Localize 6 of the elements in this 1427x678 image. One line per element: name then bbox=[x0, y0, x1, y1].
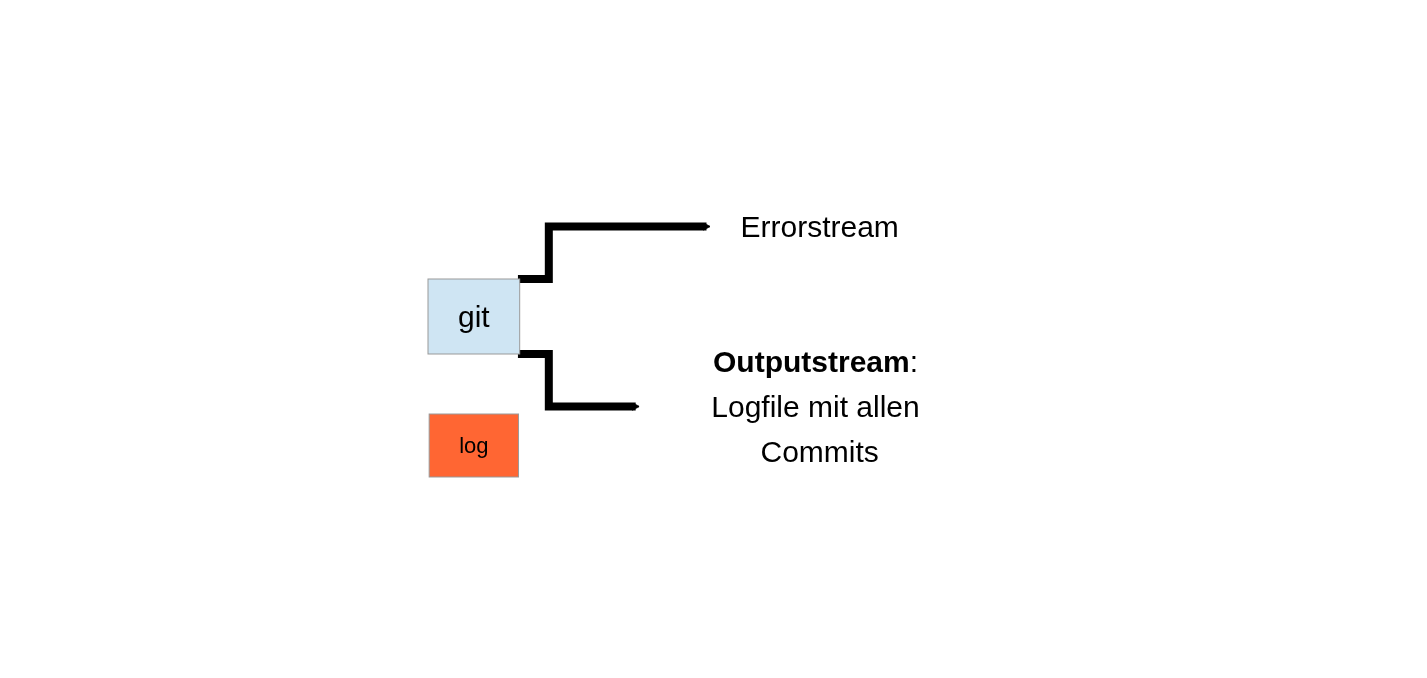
arrow bbox=[517, 350, 640, 411]
node-box: log bbox=[428, 413, 519, 478]
node-text: Errorstream bbox=[740, 210, 899, 243]
node-text: Outputstream: Logfile mit allen Commits bbox=[710, 345, 920, 468]
node-box: git bbox=[427, 278, 520, 355]
arrow bbox=[517, 222, 711, 283]
